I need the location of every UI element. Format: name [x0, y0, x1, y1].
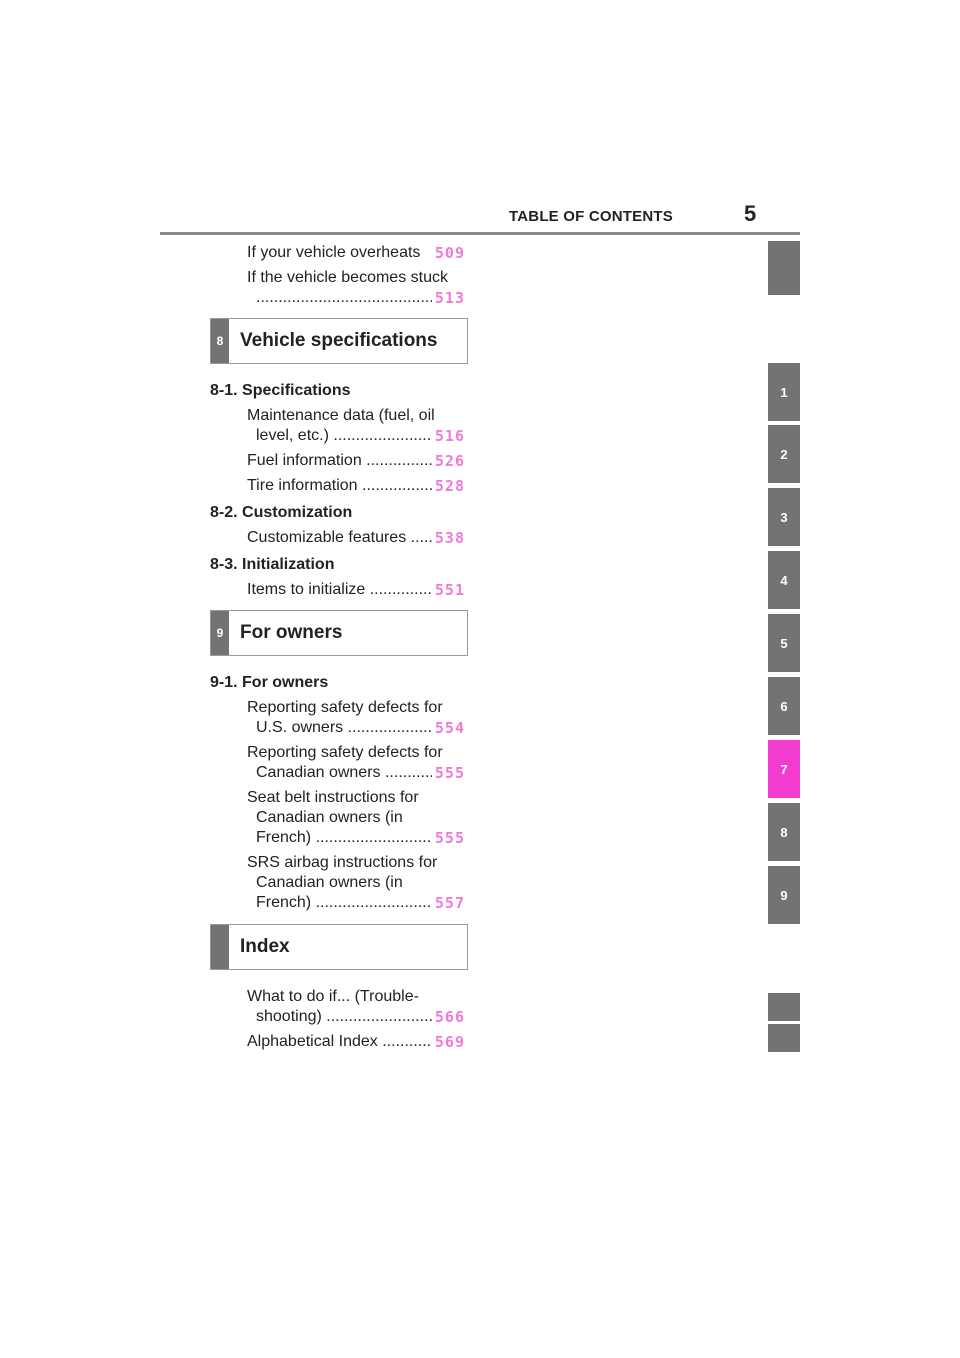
- toc-page-number: 557: [434, 894, 465, 912]
- toc-entry-text: Maintenance data (fuel, oil: [247, 407, 435, 424]
- toc-entry-line: If your vehicle overheats 509: [247, 243, 465, 263]
- index-header[interactable]: Index: [210, 924, 468, 970]
- toc-entry[interactable]: Customizable features 538: [247, 528, 465, 548]
- toc-page-number: 555: [434, 764, 465, 782]
- toc-entry-line: Items to initialize 551: [247, 580, 465, 600]
- toc-entry-text: Reporting safety defects for: [247, 744, 443, 761]
- toc-page-number: 509: [434, 244, 465, 262]
- toc-page-number: 555: [434, 829, 465, 847]
- toc-entry[interactable]: What to do if... (Trouble- shooting) 566: [247, 987, 465, 1027]
- toc-page-number: 569: [434, 1033, 465, 1051]
- chapter-title: Vehicle specifications: [240, 330, 438, 351]
- chapter-title: For owners: [240, 622, 343, 643]
- toc-entry-line: 513: [247, 288, 465, 308]
- toc-entry-line: French) 557: [247, 893, 465, 913]
- section-heading: 8-1. Specifications: [210, 382, 351, 399]
- toc-page-number: 551: [434, 581, 465, 599]
- toc-entry-text: Customizable features: [247, 528, 432, 548]
- side-tab-8[interactable]: 8: [768, 803, 800, 861]
- side-tab-7[interactable]: 7: [768, 740, 800, 798]
- toc-entry-text: [256, 288, 432, 308]
- toc-page-number: 516: [434, 427, 465, 445]
- section-heading: 9-1. For owners: [210, 674, 329, 691]
- toc-entry-text: Canadian owners: [256, 763, 432, 783]
- toc-entry-line: Tire information 528: [247, 476, 465, 496]
- toc-entry[interactable]: Tire information 528: [247, 476, 465, 496]
- toc-entry-line: French) 555: [247, 828, 465, 848]
- toc-entry[interactable]: SRS airbag instructions for Canadian own…: [247, 853, 465, 913]
- toc-entry-line: Alphabetical Index 569: [247, 1032, 465, 1052]
- toc-page-number: 528: [434, 477, 465, 495]
- index-chip: [211, 925, 229, 969]
- toc-page-number: 554: [434, 719, 465, 737]
- toc-entry-text: Alphabetical Index: [247, 1032, 432, 1052]
- toc-entry-line: Fuel information 526: [247, 451, 465, 471]
- toc-entry-text: If the vehicle becomes stuck: [247, 269, 448, 286]
- toc-entry[interactable]: Reporting safety defects for Canadian ow…: [247, 743, 465, 783]
- toc-entry-line: Customizable features 538: [247, 528, 465, 548]
- chapter-number-chip: 8: [211, 319, 229, 363]
- toc-entry-line: Canadian owners 555: [247, 763, 465, 783]
- toc-page-number: 566: [434, 1008, 465, 1026]
- toc-page-number: 513: [434, 289, 465, 307]
- page-number: 5: [744, 201, 757, 226]
- toc-page-number: 538: [434, 529, 465, 547]
- toc-entry[interactable]: Items to initialize 551: [247, 580, 465, 600]
- side-tab-1[interactable]: 1: [768, 363, 800, 421]
- toc-entry-text: If your vehicle overheats: [247, 244, 421, 261]
- toc-entry[interactable]: Alphabetical Index 569: [247, 1032, 465, 1052]
- toc-entry-text: level, etc.): [256, 426, 432, 446]
- toc-entry-text: Items to initialize: [247, 580, 432, 600]
- side-tab-9[interactable]: 9: [768, 866, 800, 924]
- side-tab-4[interactable]: 4: [768, 551, 800, 609]
- header-rule: [160, 232, 800, 235]
- side-tab-blank-top[interactable]: [768, 241, 800, 295]
- toc-entry-text: What to do if... (Trouble-: [247, 988, 419, 1005]
- toc-entry[interactable]: If the vehicle becomes stuck 513: [247, 268, 465, 308]
- toc-entry[interactable]: Fuel information 526: [247, 451, 465, 471]
- chapter-number-chip: 9: [211, 611, 229, 655]
- toc-entry-text: shooting): [256, 1007, 432, 1027]
- side-tab-2[interactable]: 2: [768, 425, 800, 483]
- toc-entry[interactable]: Reporting safety defects for U.S. owners…: [247, 698, 465, 738]
- toc-entry-line: level, etc.) 516: [247, 426, 465, 446]
- toc-entry-text: Canadian owners (in: [256, 809, 403, 826]
- toc-entry-text: French): [256, 828, 432, 848]
- toc-entry[interactable]: Seat belt instructions for Canadian owne…: [247, 788, 465, 848]
- side-tab-6[interactable]: 6: [768, 677, 800, 735]
- side-tab-blank-bottom-2[interactable]: [768, 1024, 800, 1052]
- toc-entry-text: Reporting safety defects for: [247, 699, 443, 716]
- side-tab-3[interactable]: 3: [768, 488, 800, 546]
- page-header-title: TABLE OF CONTENTS: [509, 208, 673, 225]
- toc-entry-text: Canadian owners (in: [256, 874, 403, 891]
- toc-page-number: 526: [434, 452, 465, 470]
- chapter-8-header[interactable]: 8 Vehicle specifications: [210, 318, 468, 364]
- toc-entry-text: Tire information: [247, 476, 432, 496]
- toc-entry-text: Fuel information: [247, 451, 432, 471]
- toc-entry[interactable]: Maintenance data (fuel, oil level, etc.)…: [247, 406, 465, 446]
- toc-entry-line: shooting) 566: [247, 1007, 465, 1027]
- side-tab-blank-bottom-1[interactable]: [768, 993, 800, 1021]
- toc-entry-line: U.S. owners 554: [247, 718, 465, 738]
- toc-entry-text: French): [256, 893, 432, 913]
- chapter-9-header[interactable]: 9 For owners: [210, 610, 468, 656]
- section-heading: 8-2. Customization: [210, 504, 353, 521]
- toc-entry[interactable]: If your vehicle overheats 509: [247, 243, 465, 263]
- index-title: Index: [240, 936, 290, 957]
- toc-entry-text: SRS airbag instructions for: [247, 854, 438, 871]
- toc-entry-text: U.S. owners: [256, 718, 432, 738]
- section-heading: 8-3. Initialization: [210, 556, 335, 573]
- side-tab-5[interactable]: 5: [768, 614, 800, 672]
- toc-entry-text: Seat belt instructions for: [247, 789, 419, 806]
